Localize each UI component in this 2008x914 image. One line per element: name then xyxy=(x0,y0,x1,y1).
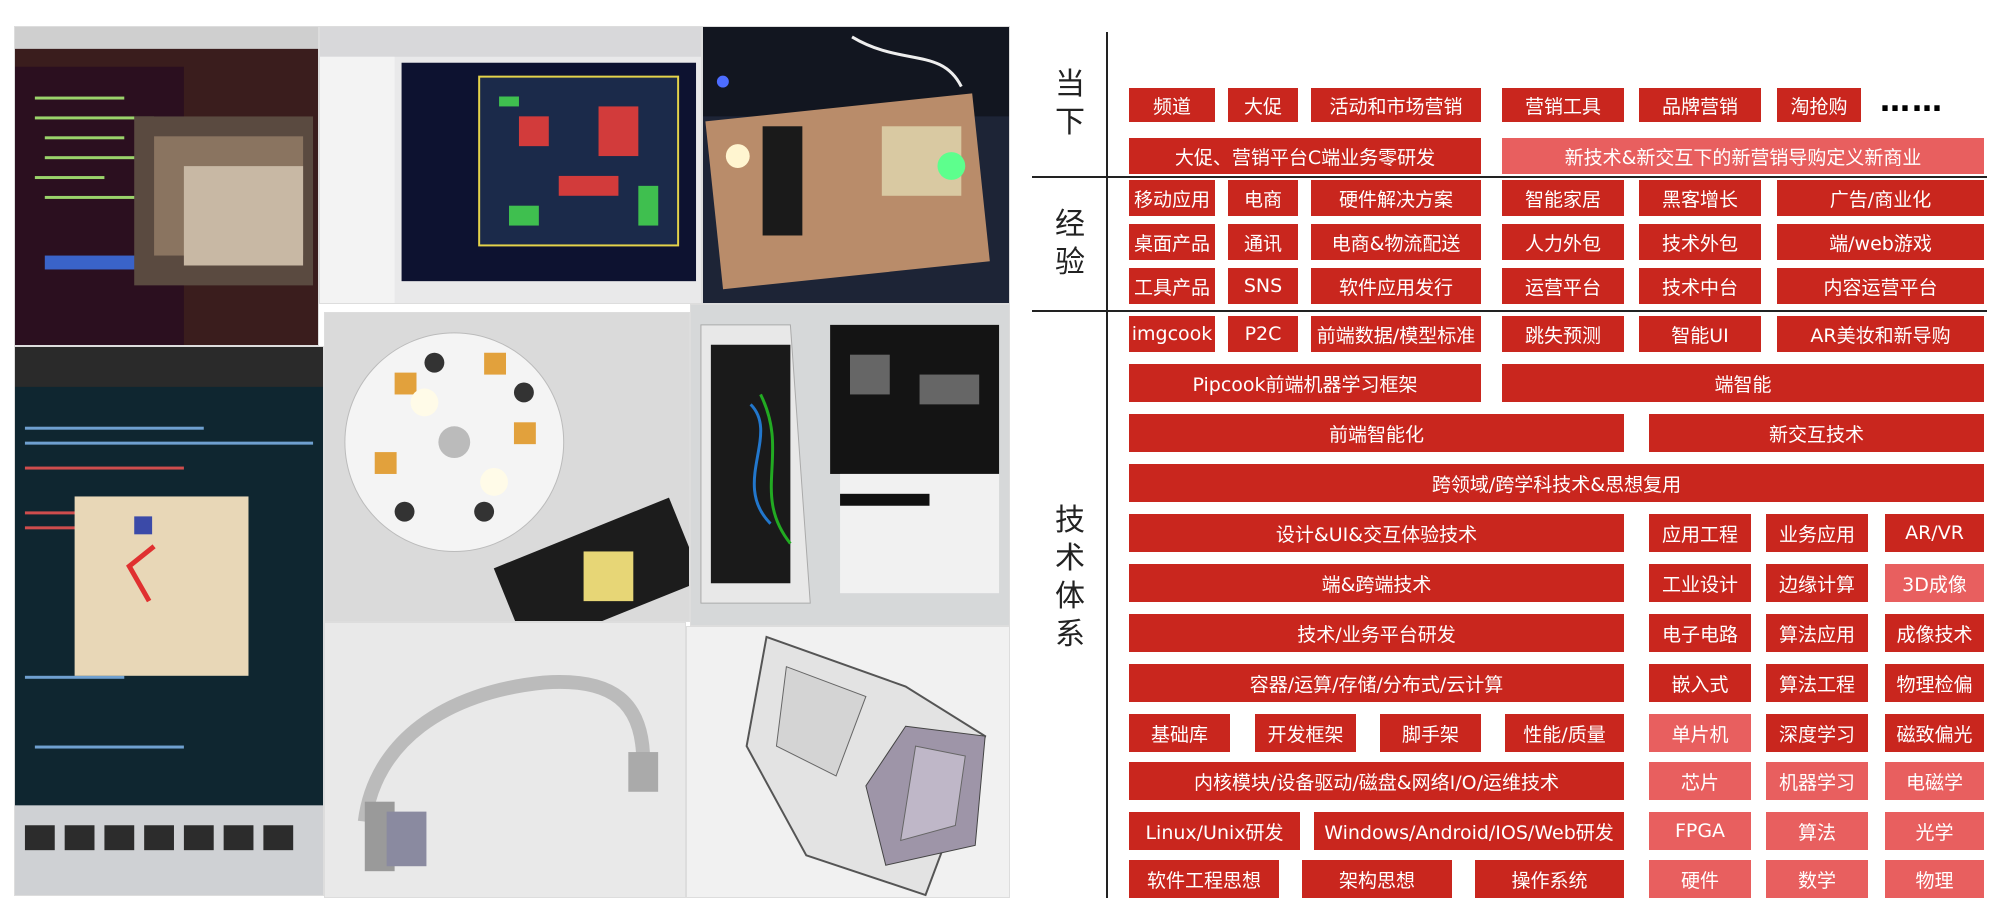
cell-hr-outsourcing: 人力外包 xyxy=(1502,224,1624,260)
cell-polarization-detection: 物理检偏 xyxy=(1885,664,1984,702)
cell-software-release: 软件应用发行 xyxy=(1311,268,1481,304)
cell-content-ops-platform: 内容运营平台 xyxy=(1777,268,1984,304)
iot-device-photo xyxy=(690,304,1010,626)
cell-design-ux: 设计&UI&交互体验技术 xyxy=(1129,514,1624,552)
vertical-divider xyxy=(1106,32,1108,898)
cell-linux-unix: Linux/Unix研发 xyxy=(1129,812,1300,850)
cell-bounce-prediction: 跳失预测 xyxy=(1502,316,1624,352)
cell-ecommerce-logistics: 电商&物流配送 xyxy=(1311,224,1481,260)
3d-model-camera-photo xyxy=(686,626,1010,898)
cell-imaging-tech: 成像技术 xyxy=(1885,614,1984,652)
ellipsis: …… xyxy=(1880,84,1944,119)
cell-kernel-drivers: 内核模块/设备驱动/磁盘&网络I/O/运维技术 xyxy=(1129,762,1624,800)
cell-app-engineering: 应用工程 xyxy=(1649,514,1751,552)
cell-magneto-polarization: 磁致偏光 xyxy=(1885,714,1984,752)
cell-tech-middle-platform: 技术中台 xyxy=(1639,268,1761,304)
cell-pipcook: Pipcook前端机器学习框架 xyxy=(1129,364,1481,402)
code-editor-photo xyxy=(14,26,319,346)
cell-3d-imaging: 3D成像 xyxy=(1885,564,1984,602)
cell-edge-intelligence: 端智能 xyxy=(1502,364,1984,402)
cell-tech-outsourcing: 技术外包 xyxy=(1639,224,1761,260)
cell-operating-system: 操作系统 xyxy=(1475,860,1624,898)
cell-windows-android: Windows/Android/IOS/Web研发 xyxy=(1314,812,1624,850)
pcb-layout-photo xyxy=(319,26,702,304)
cell-base-library: 基础库 xyxy=(1129,714,1230,752)
cell-ops-platform: 运营平台 xyxy=(1502,268,1624,304)
cell-optics: 光学 xyxy=(1885,812,1984,850)
led-board-photo xyxy=(324,312,690,622)
3d-model-arm-photo xyxy=(324,622,686,898)
cell-cross-platform: 端&跨端技术 xyxy=(1129,564,1624,602)
cell-brand-marketing: 品牌营销 xyxy=(1639,88,1761,122)
cell-machine-learning: 机器学习 xyxy=(1766,762,1868,800)
cell-tool-product: 工具产品 xyxy=(1129,268,1215,304)
cell-smart-home: 智能家居 xyxy=(1502,180,1624,216)
cell-communication: 通讯 xyxy=(1228,224,1298,260)
cell-business-app: 业务应用 xyxy=(1766,514,1868,552)
cell-chip: 芯片 xyxy=(1649,762,1751,800)
cell-architecture: 架构思想 xyxy=(1302,860,1452,898)
cell-cloud-computing: 容器/运算/存储/分布式/云计算 xyxy=(1129,664,1624,702)
cell-growth-hacking: 黑客增长 xyxy=(1639,180,1761,216)
cell-new-interaction-tech: 新交互技术 xyxy=(1649,414,1984,452)
cell-deep-learning: 深度学习 xyxy=(1766,714,1868,752)
cell-frontend-data-standard: 前端数据/模型标准 xyxy=(1311,316,1481,352)
cell-algorithm: 算法 xyxy=(1766,812,1868,850)
cell-electronic-circuit: 电子电路 xyxy=(1649,614,1751,652)
cell-ar-vr: AR/VR xyxy=(1885,514,1984,552)
cell-ads: 广告/商业化 xyxy=(1777,180,1984,216)
cell-performance-quality: 性能/质量 xyxy=(1505,714,1624,752)
cell-channel: 频道 xyxy=(1129,88,1215,122)
cell-mcu: 单片机 xyxy=(1649,714,1751,752)
cell-imgcook: imgcook xyxy=(1129,316,1215,352)
cell-mathematics: 数学 xyxy=(1766,860,1868,898)
cell-industrial-design: 工业设计 xyxy=(1649,564,1751,602)
cell-marketing-tools: 营销工具 xyxy=(1502,88,1624,122)
cell-smart-ui: 智能UI xyxy=(1639,316,1761,352)
cell-physics: 物理 xyxy=(1885,860,1984,898)
cell-p2c: P2C xyxy=(1228,316,1298,352)
cell-hardware: 硬件 xyxy=(1649,860,1751,898)
cell-hardware-solution: 硬件解决方案 xyxy=(1311,180,1481,216)
cell-ecommerce: 电商 xyxy=(1228,180,1298,216)
cell-cross-domain: 跨领域/跨学科技术&思想复用 xyxy=(1129,464,1984,502)
cell-web-games: 端/web游戏 xyxy=(1777,224,1984,260)
breadboard-circuit-photo xyxy=(702,26,1010,304)
cell-software-engineering: 软件工程思想 xyxy=(1129,860,1279,898)
cell-promo-platform: 大促、营销平台C端业务零研发 xyxy=(1129,138,1481,174)
cell-frontend-intelligence: 前端智能化 xyxy=(1129,414,1624,452)
cell-embedded: 嵌入式 xyxy=(1649,664,1751,702)
section-label-tech: 技术体系 xyxy=(1055,503,1085,652)
section-divider-1 xyxy=(1032,176,1987,178)
cell-ar-makeup: AR美妆和新导购 xyxy=(1777,316,1984,352)
cell-platform-dev: 技术/业务平台研发 xyxy=(1129,614,1624,652)
cell-algorithm-engineering: 算法工程 xyxy=(1766,664,1868,702)
cell-taoqianggou: 淘抢购 xyxy=(1777,88,1861,122)
cell-algorithm-app: 算法应用 xyxy=(1766,614,1868,652)
section-label-current: 当下 xyxy=(1055,67,1085,140)
cell-new-tech-marketing: 新技术&新交互下的新营销导购定义新商业 xyxy=(1502,138,1984,174)
cell-scaffold: 脚手架 xyxy=(1380,714,1481,752)
section-divider-2 xyxy=(1032,310,1987,312)
cell-edge-computing: 边缘计算 xyxy=(1766,564,1868,602)
section-label-experience: 经验 xyxy=(1055,207,1085,280)
cell-sns: SNS xyxy=(1228,268,1298,304)
robot-arm-sim-photo xyxy=(14,346,324,896)
cell-big-promo: 大促 xyxy=(1228,88,1298,122)
cell-dev-framework: 开发框架 xyxy=(1255,714,1356,752)
cell-mobile-app: 移动应用 xyxy=(1129,180,1215,216)
cell-desktop-product: 桌面产品 xyxy=(1129,224,1215,260)
cell-activity-marketing: 活动和市场营销 xyxy=(1311,88,1481,122)
cell-fpga: FPGA xyxy=(1649,812,1751,850)
cell-electromagnetism: 电磁学 xyxy=(1885,762,1984,800)
